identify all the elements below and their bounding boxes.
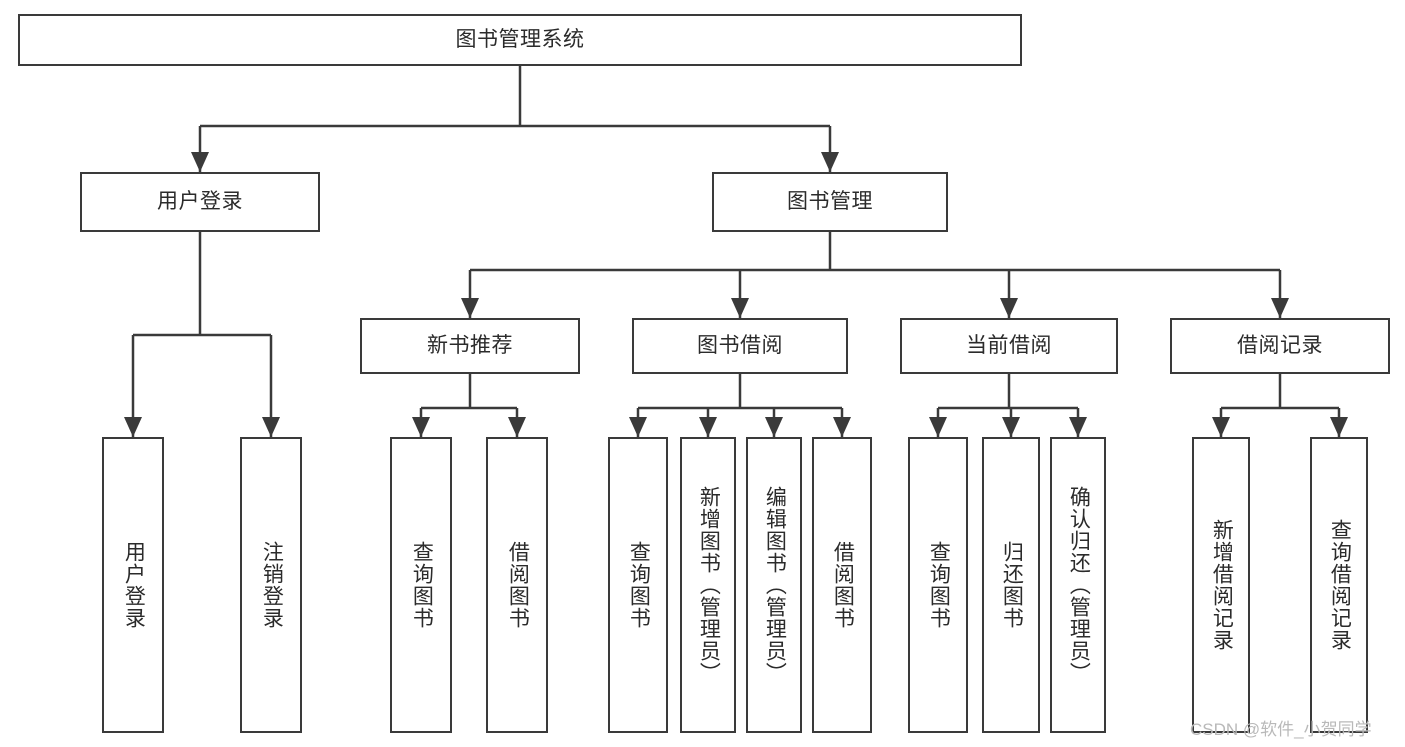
arrow-head-icon <box>1212 417 1230 437</box>
node-label: 图书借阅 <box>697 334 783 358</box>
node-label: 查询借阅记录 <box>1328 519 1352 651</box>
node-label: 查询图书 <box>627 541 651 629</box>
node-label: 借阅图书 <box>831 541 855 629</box>
arrow-head-icon <box>1069 417 1087 437</box>
arrow-head-icon <box>821 152 839 172</box>
node-leaf-borrow-book-1[interactable]: 借阅图书 <box>486 437 548 733</box>
node-leaf-edit-book[interactable]: 编辑图书（管理员） <box>746 437 802 733</box>
node-leaf-query-book-1[interactable]: 查询图书 <box>390 437 452 733</box>
arrow-head-icon <box>1330 417 1348 437</box>
arrow-head-icon <box>929 417 947 437</box>
node-leaf-add-record[interactable]: 新增借阅记录 <box>1192 437 1250 733</box>
node-label: 确认归还（管理员） <box>1067 486 1091 684</box>
arrow-head-icon <box>629 417 647 437</box>
node-label: 新书推荐 <box>427 334 513 358</box>
arrow-head-icon <box>731 298 749 318</box>
arrow-head-icon <box>833 417 851 437</box>
node-label: 归还图书 <box>1000 541 1024 629</box>
node-label: 编辑图书（管理员） <box>763 486 787 684</box>
node-label: 图书管理 <box>787 190 873 214</box>
node-l3-new-book-rec[interactable]: 新书推荐 <box>360 318 580 374</box>
node-l3-current-borrow[interactable]: 当前借阅 <box>900 318 1118 374</box>
node-label: 借阅记录 <box>1237 334 1323 358</box>
node-label: 新增借阅记录 <box>1210 519 1234 651</box>
node-l2-user-login[interactable]: 用户登录 <box>80 172 320 232</box>
arrow-head-icon <box>191 152 209 172</box>
node-root[interactable]: 图书管理系统 <box>18 14 1022 66</box>
node-label: 查询图书 <box>927 541 951 629</box>
node-leaf-add-book[interactable]: 新增图书（管理员） <box>680 437 736 733</box>
arrow-head-icon <box>461 298 479 318</box>
arrow-head-icon <box>124 417 142 437</box>
arrow-head-icon <box>1000 298 1018 318</box>
arrow-head-icon <box>508 417 526 437</box>
arrow-head-icon <box>262 417 280 437</box>
node-label: 借阅图书 <box>506 541 530 629</box>
node-l3-book-borrow[interactable]: 图书借阅 <box>632 318 848 374</box>
node-leaf-query-book-3[interactable]: 查询图书 <box>908 437 968 733</box>
node-l3-borrow-record[interactable]: 借阅记录 <box>1170 318 1390 374</box>
node-label: 查询图书 <box>410 541 434 629</box>
node-label: 注销登录 <box>260 541 284 629</box>
node-leaf-confirm-return[interactable]: 确认归还（管理员） <box>1050 437 1106 733</box>
node-leaf-query-book-2[interactable]: 查询图书 <box>608 437 668 733</box>
arrow-head-icon <box>699 417 717 437</box>
node-l2-book-mgmt[interactable]: 图书管理 <box>712 172 948 232</box>
node-label: 用户登录 <box>122 541 146 629</box>
arrow-head-icon <box>765 417 783 437</box>
arrow-head-icon <box>412 417 430 437</box>
node-leaf-logout[interactable]: 注销登录 <box>240 437 302 733</box>
node-label: 图书管理系统 <box>455 28 585 52</box>
node-label: 新增图书（管理员） <box>697 486 721 684</box>
node-leaf-borrow-book-2[interactable]: 借阅图书 <box>812 437 872 733</box>
node-leaf-user-login[interactable]: 用户登录 <box>102 437 164 733</box>
node-leaf-return-book[interactable]: 归还图书 <box>982 437 1040 733</box>
node-label: 当前借阅 <box>966 334 1052 358</box>
node-label: 用户登录 <box>157 190 243 214</box>
arrow-head-icon <box>1271 298 1289 318</box>
arrow-head-icon <box>1002 417 1020 437</box>
node-leaf-query-record[interactable]: 查询借阅记录 <box>1310 437 1368 733</box>
watermark: CSDN @软件_小贺同学 <box>1190 720 1372 739</box>
